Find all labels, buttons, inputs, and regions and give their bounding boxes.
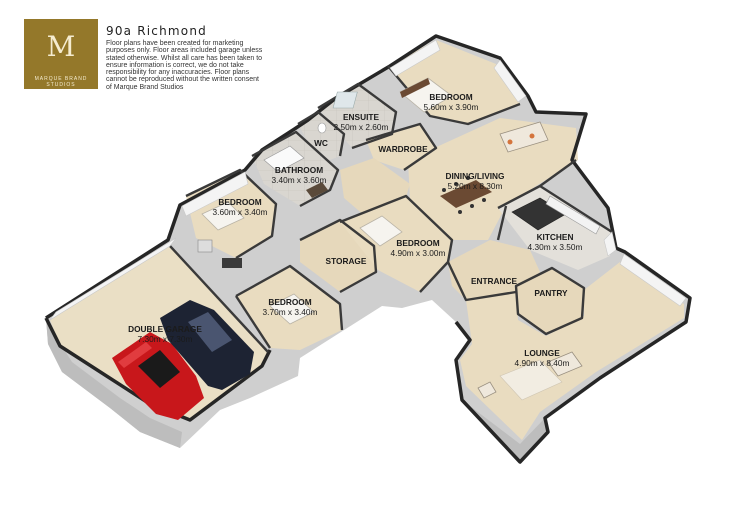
svg-text:WARDROBE: WARDROBE [378, 144, 428, 154]
svg-text:5.60m x 3.90m: 5.60m x 3.90m [424, 102, 479, 112]
label-dining-living: DINING/LIVING 5.20m x 8.30m [445, 171, 504, 191]
kitchen-counter-icon [545, 195, 601, 235]
label-double-garage: DOUBLE GARAGE 7.30m x 7.30m [128, 324, 202, 344]
label-bedroom-top: BEDROOM 5.60m x 3.90m [424, 92, 479, 112]
label-ensuite: ENSUITE 2.50m x 2.60m [334, 112, 389, 132]
svg-text:4.90m x 8.40m: 4.90m x 8.40m [515, 358, 570, 368]
label-bedroom-left: BEDROOM 3.60m x 3.40m [213, 197, 268, 217]
label-bathroom: BATHROOM 3.40m x 3.60m [272, 165, 327, 185]
bed-bottom-icon [269, 293, 315, 325]
room-labels: BEDROOM 5.60m x 3.90m ENSUITE 2.50m x 2.… [128, 92, 582, 368]
logo-monogram: M [46, 30, 76, 63]
svg-text:3.60m x 3.40m: 3.60m x 3.40m [213, 207, 268, 217]
lounge-floor [460, 262, 684, 440]
svg-text:BATHROOM: BATHROOM [275, 165, 323, 175]
svg-text:KITCHEN: KITCHEN [537, 232, 574, 242]
label-pantry: PANTRY [534, 288, 568, 298]
svg-text:4.30m x 3.50m: 4.30m x 3.50m [528, 242, 583, 252]
bath-icon [263, 145, 305, 173]
wall-faces [49, 39, 687, 321]
shower-icon [332, 91, 358, 109]
interior-walls [169, 65, 613, 353]
label-wardrobe: WARDROBE [378, 144, 428, 154]
label-entrance: ENTRANCE [471, 276, 518, 286]
svg-text:BEDROOM: BEDROOM [268, 297, 311, 307]
label-kitchen: KITCHEN 4.30m x 3.50m [528, 232, 583, 252]
pantry-floor [516, 268, 584, 334]
sofa-icon [499, 121, 549, 153]
logo-brand-text: MARQUE BRAND STUDIOS [34, 76, 88, 88]
svg-text:4.90m x 3.00m: 4.90m x 3.00m [391, 248, 446, 258]
label-storage: STORAGE [326, 256, 367, 266]
svg-text:DINING/LIVING: DINING/LIVING [445, 171, 504, 181]
svg-text:2.50m x 2.60m: 2.50m x 2.60m [334, 122, 389, 132]
bed-left-icon [201, 201, 245, 231]
bed-top-icon [399, 77, 453, 113]
disclaimer-text: Floor plans have been created for market… [106, 40, 263, 91]
furniture [197, 77, 601, 401]
laundry-icon [197, 239, 213, 253]
svg-text:7.30m x 7.30m: 7.30m x 7.30m [138, 334, 193, 344]
label-bedroom-bottom: BEDROOM 3.70m x 3.40m [263, 297, 318, 317]
svg-text:BEDROOM: BEDROOM [429, 92, 472, 102]
svg-text:DOUBLE GARAGE: DOUBLE GARAGE [128, 324, 202, 334]
brand-logo: M MARQUE BRAND STUDIOS [24, 19, 98, 89]
toilet-icon [317, 122, 327, 134]
dining-living-floor [408, 118, 578, 240]
red-car-icon [112, 332, 204, 420]
lounge-sofa-icon [547, 351, 583, 377]
property-title: 90a Richmond [106, 24, 207, 38]
svg-text:ENSUITE: ENSUITE [343, 112, 379, 122]
bed-middle-icon [359, 215, 403, 247]
lounge-rug-icon [499, 359, 563, 401]
svg-text:PANTRY: PANTRY [534, 288, 568, 298]
svg-text:ENTRANCE: ENTRANCE [471, 276, 518, 286]
label-wc: WC [314, 138, 328, 148]
label-lounge: LOUNGE 4.90m x 8.40m [515, 348, 570, 368]
svg-text:WC: WC [314, 138, 328, 148]
dining-table-icon [440, 176, 492, 214]
label-bedroom-middle: BEDROOM 4.90m x 3.00m [391, 238, 446, 258]
bedroom-middle-floor [340, 196, 452, 292]
navy-car-icon [160, 300, 254, 390]
svg-text:3.40m x 3.60m: 3.40m x 3.60m [272, 175, 327, 185]
svg-text:BEDROOM: BEDROOM [396, 238, 439, 248]
svg-text:STORAGE: STORAGE [326, 256, 367, 266]
svg-text:3.70m x 3.40m: 3.70m x 3.40m [263, 307, 318, 317]
svg-text:LOUNGE: LOUNGE [524, 348, 560, 358]
lounge-chair-icon [477, 381, 497, 399]
vanity-icon [306, 182, 328, 198]
svg-text:5.20m x 8.30m: 5.20m x 8.30m [448, 181, 503, 191]
svg-text:BEDROOM: BEDROOM [218, 197, 261, 207]
bench-icon [222, 258, 242, 268]
